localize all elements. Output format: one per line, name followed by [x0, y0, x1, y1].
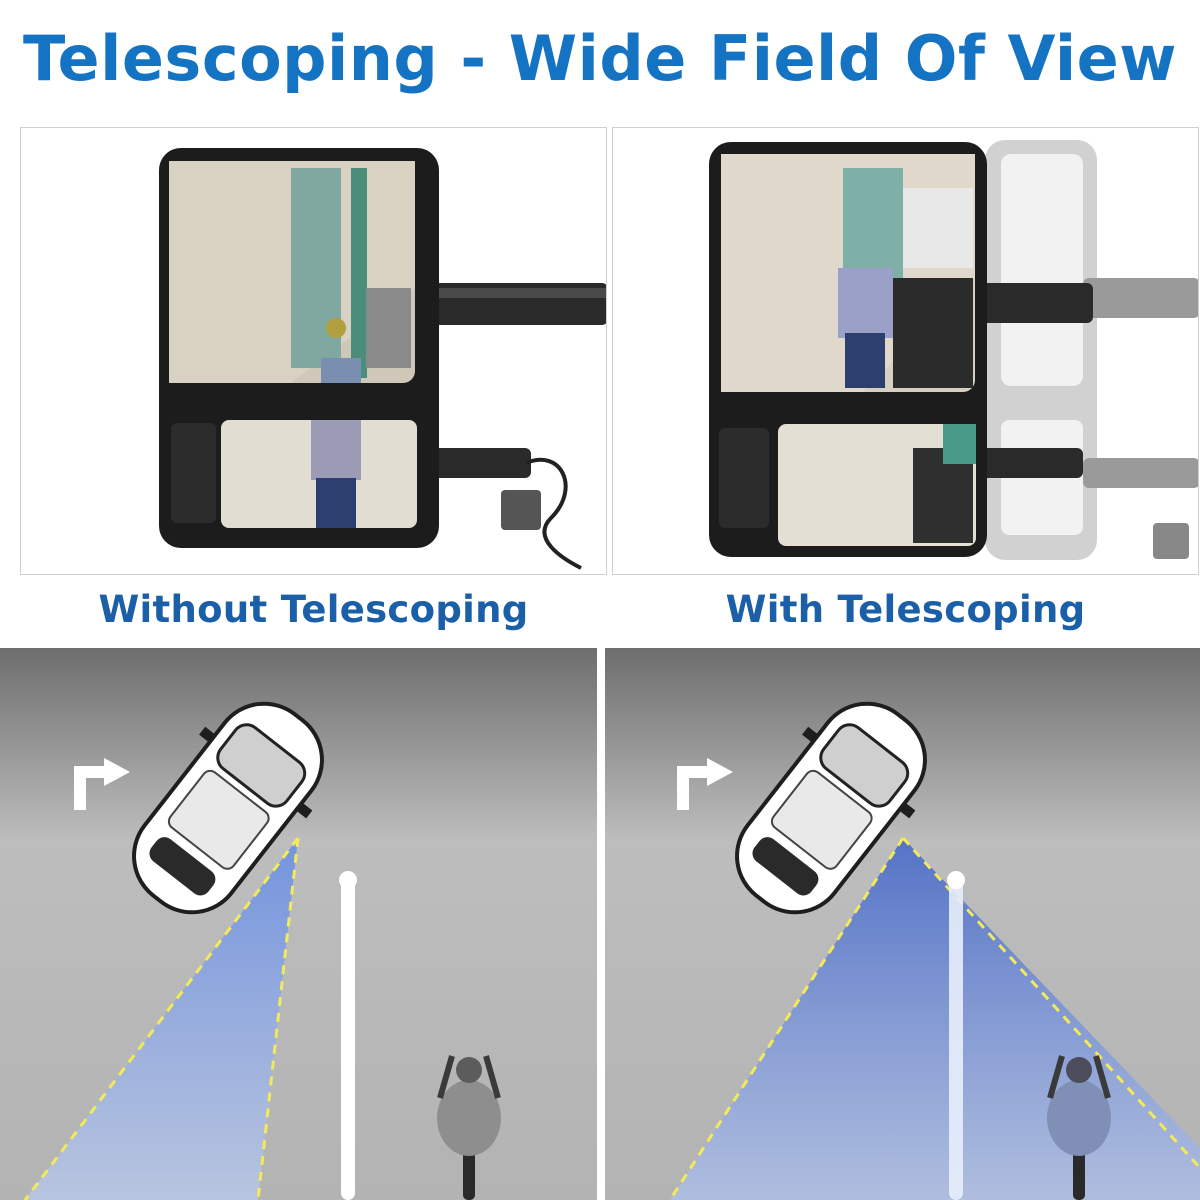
turn-right-arrow-icon	[677, 758, 733, 810]
caption-without-telescoping: Without Telescoping	[98, 588, 529, 631]
road-diagram-without-telescoping	[0, 648, 597, 1200]
caption-with-telescoping: With Telescoping	[725, 588, 1086, 631]
mirror-photo-without-telescoping	[20, 127, 607, 575]
car-top-view-icon	[132, 701, 324, 915]
page-title: Telescoping - Wide Field Of View	[23, 22, 1177, 95]
road-diagram-with-telescoping	[605, 648, 1200, 1200]
car-top-view-icon	[735, 701, 927, 915]
lane-divider-icon	[339, 871, 357, 1200]
motorcycle-rider-icon	[437, 1055, 501, 1200]
lane-divider-icon	[947, 871, 965, 1200]
turn-right-arrow-icon	[74, 758, 130, 810]
mirror-photo-with-telescoping	[612, 127, 1199, 575]
motorcycle-rider-icon	[1047, 1055, 1111, 1200]
